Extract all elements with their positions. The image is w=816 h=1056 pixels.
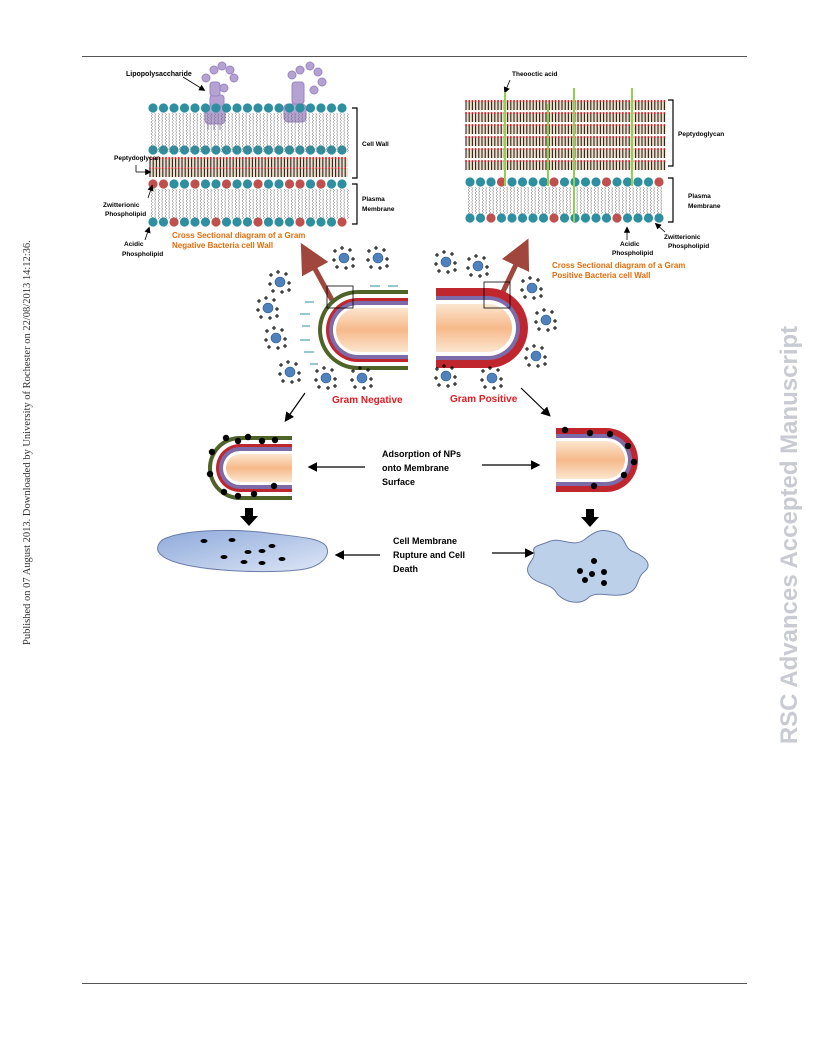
label-gram-positive: Gram Positive [450,394,518,405]
footer-rule [82,983,747,984]
gram-negative-bacterium [300,285,408,370]
label-adsorption-line3: Surface [382,477,415,487]
label-zwitterionic-pos: Zwitterionic [664,234,701,241]
label-plasma: Plasma [362,196,385,203]
label-lipopolysaccharide: Lipopolysaccharide [126,71,192,78]
label-acidic-phospholipid-pos: Phospholipid [612,250,653,257]
label-zwitterionic-phospholipid-pos: Phospholipid [668,243,709,250]
header-rule [82,56,747,57]
outer-membrane-heads [148,103,347,155]
label-acidic-pos: Acidic [620,241,640,248]
zoom-box-negative [326,285,354,309]
gram-negative-with-adsorbed-nps [206,433,292,500]
gram-positive-cross-section: Theooctic acid Peptydoglycan Plasma Memb… [465,71,724,280]
ruptured-gram-negative-cell [157,529,328,573]
gram-positive-bacterium [436,281,528,368]
gram-positive-with-adsorbed-nps [556,426,638,492]
label-rupture-line1: Cell Membrane [393,536,457,546]
gram-negative-cross-section: Lipopolysaccharide Cell Wall Plasma Memb… [103,61,395,258]
plasma-membrane-heads [148,179,347,227]
label-membrane: Membrane [362,206,395,213]
label-peptydoglycan-pos: Peptydoglycan [678,131,724,138]
outer-membrane-tails [150,112,349,153]
label-membrane-pos: Membrane [688,203,721,210]
label-theooctic-acid: Theooctic acid [512,71,558,78]
label-phospholipid: Phospholipid [105,211,146,218]
label-adsorption-line2: onto Membrane [382,463,449,473]
caption-gram-positive-line1: Cross Sectional diagram of a Gram [552,261,685,270]
label-gram-negative: Gram Negative [332,395,403,406]
zoom-arrow-positive [497,238,530,300]
theooctic-acid-strands [504,88,633,222]
label-acidic: Acidic [124,241,144,248]
label-cell-wall: Cell Wall [362,141,389,148]
plasma-membrane-tails [467,186,663,215]
caption-gram-negative-line1: Cross Sectional diagram of a Gram [172,231,305,240]
label-peptydoglycan: Peptydoglycan [114,155,160,162]
zoom-arrow-negative [300,242,335,302]
ruptured-gram-positive-cell [527,529,649,603]
label-rupture-line2: Rupture and Cell [393,550,465,560]
caption-gram-positive-line2: Positive Bacteria cell Wall [552,271,650,280]
label-plasma-pos: Plasma [688,193,711,200]
peptidoglycan-layer [149,157,348,177]
label-adsorption-line1: Adsorption of NPs [382,449,461,459]
cationic-nanoparticles [256,246,557,390]
plasma-membrane-heads [465,177,664,223]
label-zwitterionic: Zwitterionic [103,202,140,209]
plasma-membrane-tails [150,188,349,220]
label-acidic-phospholipid: Phospholipid [122,251,163,258]
peptidoglycan-thick-layer [465,100,666,170]
label-rupture-line3: Death [393,564,418,574]
zoom-box-positive [483,281,511,309]
caption-gram-negative-line2: Negative Bacteria cell Wall [172,241,273,250]
